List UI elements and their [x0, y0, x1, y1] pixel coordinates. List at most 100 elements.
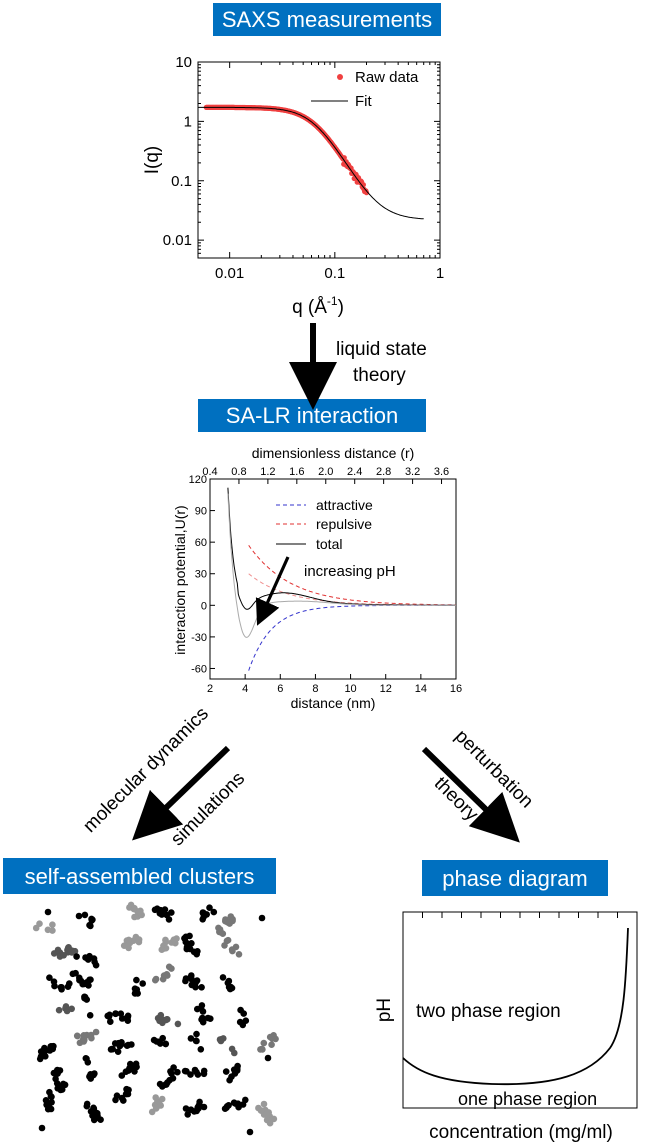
potential-y-tick-label: -30 [191, 632, 207, 644]
saxs-y-tick-label: 0.01 [163, 232, 192, 249]
cluster-particle [89, 1112, 96, 1119]
saxs-xlabel-main: q (Å [292, 297, 327, 318]
cluster-particle [268, 1034, 275, 1042]
cluster-particle [83, 1100, 91, 1108]
cluster-particle [258, 1045, 266, 1053]
cluster-particle [94, 1112, 101, 1119]
cluster-particle [90, 1105, 98, 1112]
saxs-xlabel-end: ) [338, 297, 344, 318]
cluster-particle [183, 943, 191, 951]
cluster-particle [236, 1018, 244, 1026]
potential-x-tick-label: 10 [344, 683, 356, 695]
cluster-particle [84, 956, 92, 963]
cluster-particle [225, 919, 233, 926]
saxs-raw-point [363, 190, 370, 196]
cluster-particle [92, 1028, 100, 1036]
cluster-particle [217, 929, 225, 936]
cluster-particle [73, 953, 80, 960]
potential-top-tick-label: 2.8 [376, 466, 391, 478]
cluster-particle [152, 1094, 159, 1101]
cluster-particle [58, 984, 65, 991]
cluster-particle [200, 1070, 208, 1078]
cluster-particle [88, 917, 96, 924]
cluster-particle [270, 1115, 278, 1123]
cluster-particle [228, 1045, 236, 1053]
saxs-x-tick-label: 0.1 [324, 265, 345, 282]
cluster-particle [51, 982, 58, 990]
cluster-particle [108, 1045, 116, 1053]
cluster-particle [125, 936, 133, 944]
cluster-particle [242, 1017, 250, 1024]
cluster-particle [54, 1066, 61, 1074]
cluster-particle [235, 1103, 242, 1111]
cluster-particle [134, 990, 141, 997]
cluster-particle [258, 914, 266, 922]
one-phase-region-label: one phase region [458, 1089, 597, 1109]
potential-top-tick-label: 2.0 [318, 466, 333, 478]
cluster-particle [136, 908, 144, 916]
simulations-text: simulations [167, 768, 249, 850]
cluster-particle [49, 921, 56, 928]
cluster-particle [133, 976, 140, 984]
cluster-particle [193, 1037, 200, 1045]
cluster-particle [174, 1020, 182, 1028]
cluster-particle [162, 1040, 169, 1048]
perturbation-arrow [421, 746, 520, 843]
cluster-particle [37, 1053, 45, 1060]
potential-top-tick-label: 3.6 [434, 466, 449, 478]
cluster-particle [41, 1044, 48, 1052]
cluster-particle [90, 955, 98, 962]
cluster-particle [81, 911, 89, 919]
potential-ylabel: interaction potential,U(r) [172, 505, 188, 654]
cluster-particle [200, 1103, 208, 1111]
potential-y-tick-label: 30 [195, 569, 207, 581]
molecular-dynamics-arrow [132, 745, 231, 841]
cluster-particle [131, 913, 138, 921]
cluster-particle [198, 1002, 206, 1009]
cluster-particle [255, 1104, 262, 1112]
cluster-particle [120, 1097, 127, 1104]
cluster-particle [87, 1075, 94, 1082]
cluster-particle [228, 946, 236, 953]
cluster-particle [87, 922, 94, 930]
cluster-particle [139, 980, 146, 987]
theory-text-1: theory [353, 365, 406, 386]
potential-x-tick-label: 4 [242, 683, 248, 695]
cluster-particle [219, 974, 227, 981]
phase-ylabel: pH [374, 998, 395, 1022]
increasing-ph-arrow [255, 556, 290, 626]
cluster-particle [184, 1111, 191, 1118]
cluster-particle [222, 1068, 230, 1075]
phase-xlabel: concentration (mg/ml) [429, 1122, 613, 1143]
self-assembled-clusters-title: self-assembled clusters [3, 858, 276, 894]
cluster-particle [66, 980, 73, 987]
potential-xlabel: distance (nm) [291, 695, 376, 711]
cluster-particle [168, 965, 175, 972]
phase-ticks [422, 912, 618, 918]
cluster-particle [193, 1068, 200, 1076]
potential-y-tick-label: 120 [189, 474, 207, 486]
cluster-particle [54, 1085, 61, 1092]
saxs-raw-data-series [203, 104, 370, 196]
cluster-particle [75, 912, 83, 920]
cluster-particle [193, 1030, 200, 1038]
cluster-particle [152, 976, 159, 984]
potential-x-tick-label: 8 [312, 683, 318, 695]
cluster-particle [268, 1041, 275, 1048]
cluster-particle [166, 1076, 173, 1084]
cluster-particle [234, 1062, 241, 1070]
cluster-particle [266, 1119, 274, 1127]
cluster-particle [260, 1100, 268, 1108]
phase-diagram-chart: two phase region one phase region pH con… [374, 911, 638, 1143]
cluster-particle [158, 946, 166, 953]
liquid-state-text: liquid state [336, 339, 427, 360]
cluster-particle [264, 1054, 272, 1062]
cluster-particle [48, 1099, 55, 1106]
cluster-particle [188, 975, 195, 983]
cluster-particle [86, 1012, 94, 1019]
saxs-xlabel: q (Å-1) [292, 294, 344, 318]
cluster-particle [198, 984, 205, 991]
